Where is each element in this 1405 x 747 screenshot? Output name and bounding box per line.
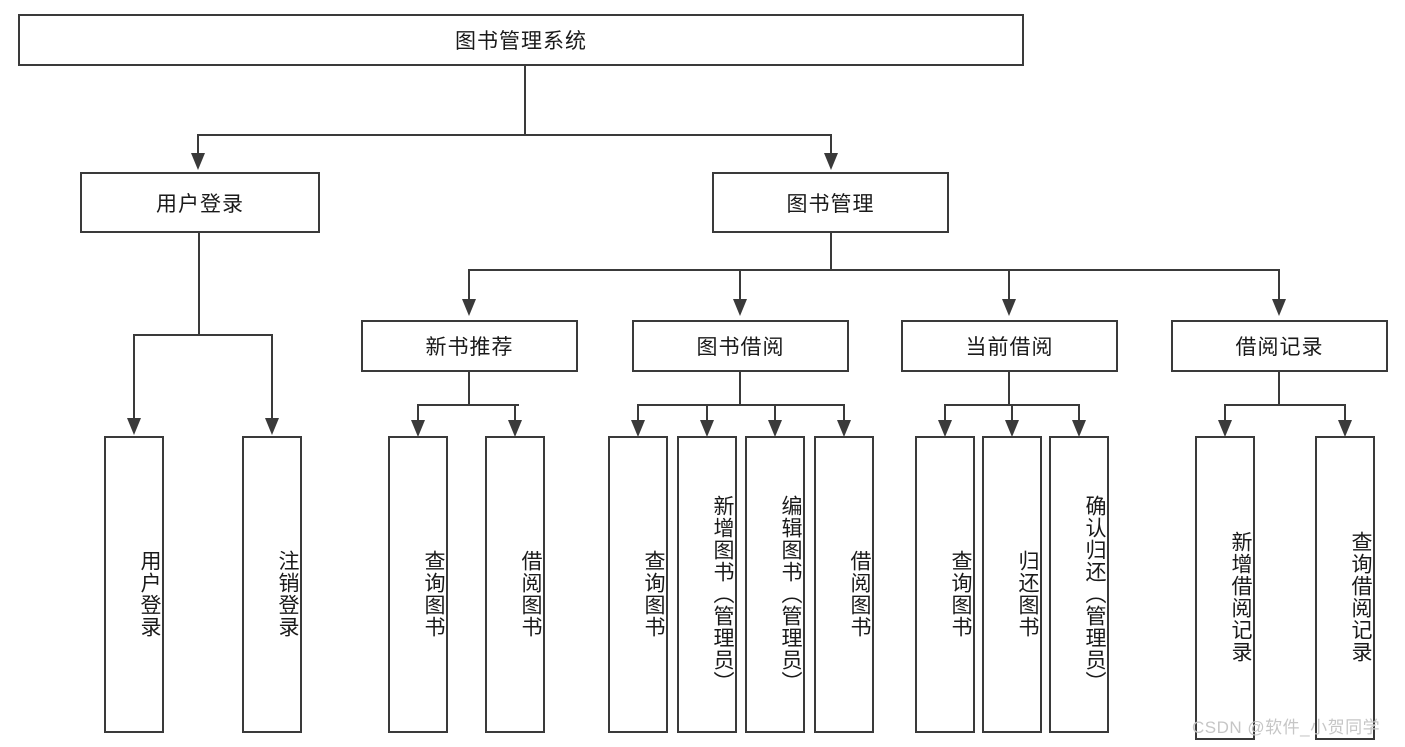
leaf-add-book-admin[interactable]: 新增图书（管理员） [677,436,737,733]
arrow-down-icon [127,418,141,435]
arrow-down-icon [837,420,851,437]
connector-book-mgmt-stem [830,233,832,271]
node-label: 借阅记录 [1235,336,1324,359]
node-label: 图书借阅 [696,336,785,359]
arrow-down-icon [191,153,205,170]
node-label: 注销登录 [276,549,299,638]
leaf-return-book[interactable]: 归还图书 [982,436,1042,733]
node-label: 确认归还（管理员） [1083,494,1106,693]
arrow-down-icon [631,420,645,437]
arrow-down-icon [1005,420,1019,437]
connector-drop-borrow-record [1278,269,1280,301]
node-label: 新增借阅记录 [1229,531,1252,663]
connector-drop-book-borrow [739,269,741,301]
leaf-borrow-book[interactable]: 借阅图书 [814,436,874,733]
connector-user-login-bus [133,334,272,336]
connector-book-borrow-stem [739,372,741,406]
node-label: 借阅图书 [848,549,871,638]
node-label: 图书管理 [786,192,875,216]
connector-book-mgmt-bus [468,269,1279,271]
leaf-confirm-return-admin[interactable]: 确认归还（管理员） [1049,436,1109,733]
node-label: 借阅图书 [519,549,542,638]
arrow-down-icon [768,420,782,437]
connector-book-borrow-bus [637,404,844,406]
leaf-logout[interactable]: 注销登录 [242,436,302,733]
connector-root-drop-book-mgmt [830,134,832,156]
connector-drop-bb-edit [774,404,776,422]
arrow-down-icon [700,420,714,437]
node-label: 新增图书（管理员） [711,494,734,693]
connector-new-book-bus [417,404,519,406]
leaf-user-login[interactable]: 用户登录 [104,436,164,733]
connector-borrow-record-bus [1224,404,1346,406]
node-label: 查询借阅记录 [1349,531,1372,663]
leaf-query-borrow-record[interactable]: 查询借阅记录 [1315,436,1375,740]
arrow-down-icon [1272,299,1286,316]
node-label: 查询图书 [642,549,665,638]
arrow-down-icon [1002,299,1016,316]
connector-drop-logout-leaf [271,334,273,420]
connector-drop-nb-borrow [514,404,516,422]
connector-user-login-stem [198,233,200,335]
node-book-management[interactable]: 图书管理 [712,172,949,233]
arrow-down-icon [1338,420,1352,437]
connector-drop-cb-query [944,404,946,422]
node-book-borrow[interactable]: 图书借阅 [632,320,849,372]
node-label: 新书推荐 [425,336,514,359]
connector-root-stem [524,66,526,136]
node-label: 查询图书 [422,549,445,638]
connector-drop-br-query [1344,404,1346,422]
arrow-down-icon [1218,420,1232,437]
node-label: 查询图书 [949,549,972,638]
node-user-login[interactable]: 用户登录 [80,172,320,233]
leaf-query-book-borrow[interactable]: 查询图书 [608,436,668,733]
node-label: 编辑图书（管理员） [779,494,802,693]
connector-drop-nb-query [417,404,419,422]
connector-root-drop-user-login [197,134,199,156]
connector-drop-bb-add [706,404,708,422]
connector-borrow-record-stem [1278,372,1280,406]
connector-new-book-stem [468,372,470,406]
arrow-down-icon [411,420,425,437]
connector-drop-bb-query [637,404,639,422]
connector-drop-new-book [468,269,470,301]
connector-drop-br-add [1224,404,1226,422]
csdn-watermark: CSDN @软件_小贺同学 [1192,718,1381,737]
arrow-down-icon [462,299,476,316]
leaf-borrow-book-new-recommend[interactable]: 借阅图书 [485,436,545,733]
node-label: 图书管理系统 [455,30,587,53]
arrow-down-icon [265,418,279,435]
connector-drop-bb-borrow [843,404,845,422]
node-label: 当前借阅 [965,336,1054,359]
node-label: 用户登录 [138,549,161,638]
arrow-down-icon [1072,420,1086,437]
connector-drop-user-login-leaf [133,334,135,420]
connector-current-borrow-stem [1008,372,1010,406]
arrow-down-icon [733,299,747,316]
connector-drop-cb-confirm [1078,404,1080,422]
node-root-library-system[interactable]: 图书管理系统 [18,14,1024,66]
arrow-down-icon [938,420,952,437]
arrow-down-icon [508,420,522,437]
arrow-down-icon [824,153,838,170]
node-borrow-record[interactable]: 借阅记录 [1171,320,1388,372]
connector-drop-current-borrow [1008,269,1010,301]
node-current-borrow[interactable]: 当前借阅 [901,320,1118,372]
node-label: 用户登录 [156,192,244,216]
connector-root-bus [197,134,832,136]
node-label: 归还图书 [1016,549,1039,638]
leaf-add-borrow-record[interactable]: 新增借阅记录 [1195,436,1255,740]
leaf-query-book-current[interactable]: 查询图书 [915,436,975,733]
leaf-query-book-new-recommend[interactable]: 查询图书 [388,436,448,733]
connector-drop-cb-return [1011,404,1013,422]
leaf-edit-book-admin[interactable]: 编辑图书（管理员） [745,436,805,733]
node-new-book-recommend[interactable]: 新书推荐 [361,320,578,372]
